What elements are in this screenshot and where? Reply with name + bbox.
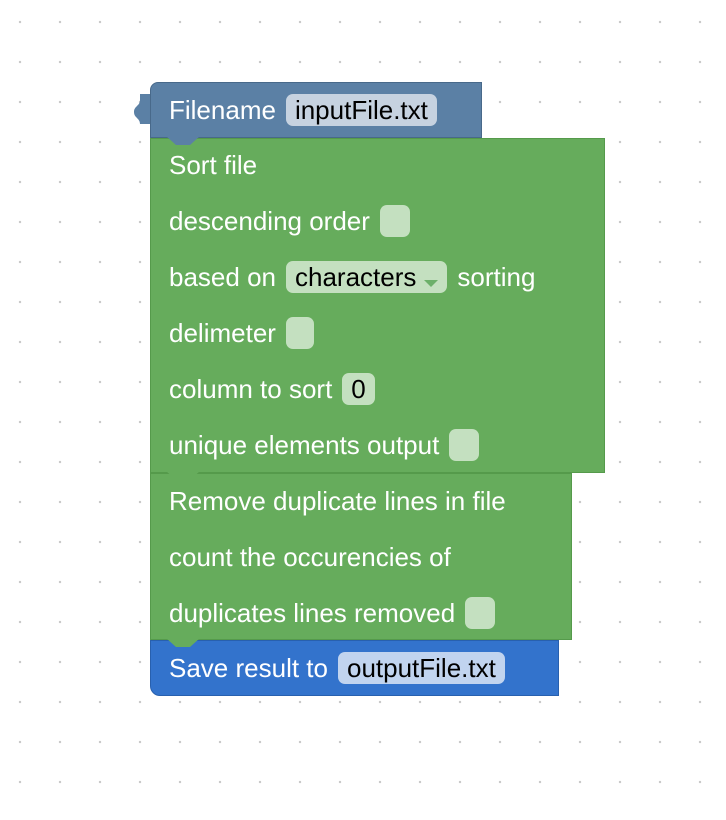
column-to-sort-field[interactable]: 0 bbox=[342, 373, 375, 405]
delimiter-field[interactable] bbox=[285, 317, 314, 349]
delimiter-row: delimeter bbox=[169, 317, 314, 349]
remove-duplicates-block[interactable]: Remove duplicate lines in file count the… bbox=[150, 473, 572, 640]
sort-file-title: Sort file bbox=[169, 150, 258, 180]
column-row: column to sort 0 bbox=[169, 373, 375, 405]
descending-row: descending order bbox=[169, 205, 410, 237]
sort-title-row: Sort file bbox=[169, 149, 257, 181]
block-connector-notch bbox=[166, 136, 200, 145]
unique-elements-label: unique elements output bbox=[169, 430, 440, 460]
count-occurrences-label: count the occurencies of bbox=[169, 542, 451, 572]
filename-block[interactable]: Filename inputFile.txt bbox=[150, 82, 482, 138]
unique-elements-checkbox[interactable] bbox=[449, 429, 480, 461]
dedupe-title-row: Remove duplicate lines in file bbox=[169, 485, 506, 517]
input-filename-field[interactable]: inputFile.txt bbox=[285, 94, 437, 126]
delimiter-label: delimeter bbox=[169, 318, 276, 348]
duplicates-removed-checkbox[interactable] bbox=[465, 597, 496, 629]
save-result-label: Save result to bbox=[169, 653, 328, 683]
output-filename-field[interactable]: outputFile.txt bbox=[337, 652, 505, 684]
block-connector-notch bbox=[166, 638, 200, 647]
removed-row: duplicates lines removed bbox=[169, 597, 496, 629]
filename-row: Filename inputFile.txt bbox=[169, 94, 437, 126]
based-on-row: based on characters sorting bbox=[169, 261, 535, 293]
remove-duplicates-title: Remove duplicate lines in file bbox=[169, 486, 506, 516]
descending-order-checkbox[interactable] bbox=[379, 205, 410, 237]
filename-label: Filename bbox=[169, 95, 276, 125]
sorting-label: sorting bbox=[457, 262, 536, 292]
chevron-down-icon bbox=[424, 280, 439, 287]
save-result-block[interactable]: Save result to outputFile.txt bbox=[150, 640, 559, 696]
block-output-tab bbox=[134, 94, 152, 124]
count-row: count the occurencies of bbox=[169, 541, 451, 573]
duplicates-removed-label: duplicates lines removed bbox=[169, 598, 456, 628]
based-on-label: based on bbox=[169, 262, 276, 292]
descending-order-label: descending order bbox=[169, 206, 370, 236]
unique-row: unique elements output bbox=[169, 429, 480, 461]
sorting-mode-value: characters bbox=[294, 262, 417, 292]
block-connector-notch bbox=[166, 471, 200, 480]
save-row: Save result to outputFile.txt bbox=[169, 652, 505, 684]
column-to-sort-label: column to sort bbox=[169, 374, 333, 404]
sorting-mode-dropdown[interactable]: characters bbox=[285, 261, 448, 293]
sort-file-block[interactable]: Sort file descending order based on char… bbox=[150, 138, 605, 473]
